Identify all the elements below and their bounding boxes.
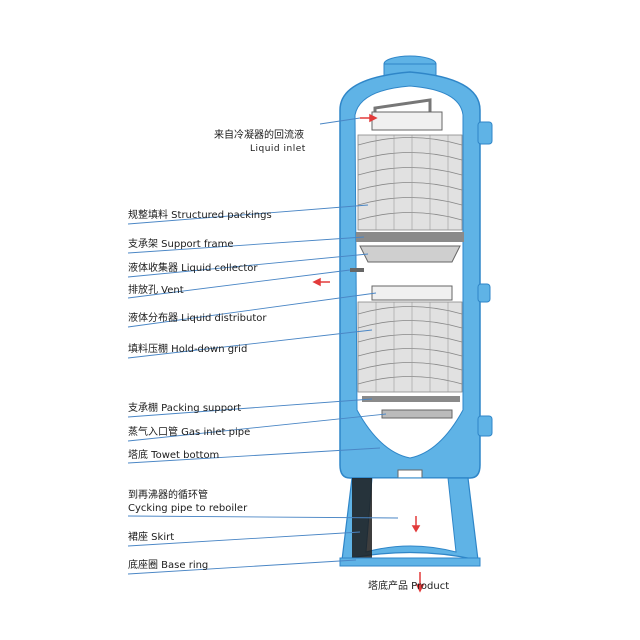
liquid-inlet-trough <box>371 111 443 131</box>
packing-support <box>362 396 460 402</box>
label-gas-inlet-pipe: 蒸气入口管 Gas inlet pipe <box>128 427 251 438</box>
label-liquid-collector: 液体收集器 Liquid collector <box>128 263 258 274</box>
support-frame <box>356 232 464 242</box>
label-tower-bottom: 塔底 Towet bottom <box>128 450 220 461</box>
base-ring <box>339 557 481 567</box>
label-liquid-distributor: 液体分布器 Liquid distributor <box>128 313 267 324</box>
label-hold-down-grid: 填料压棚 Hold-down grid <box>128 344 248 355</box>
liquid-collector <box>359 245 461 263</box>
label-cycling-pipe-cn: 到再沸器的循环管 <box>128 490 208 501</box>
skirt-cutaway <box>365 477 457 553</box>
label-cycling-pipe-en: Cycking pipe to reboiler <box>128 503 248 514</box>
vent-pipe <box>350 268 364 272</box>
label-skirt: 裙座 Skirt <box>128 532 175 543</box>
flow-arrows <box>312 113 425 593</box>
label-vent: 排放孔 Vent <box>128 285 184 296</box>
label-product: 塔底产品 Product <box>368 581 450 592</box>
side-nozzle-lower <box>477 415 493 437</box>
side-nozzle-middle <box>477 283 491 303</box>
label-liquid-inlet-en: Liquid inlet <box>250 144 306 154</box>
liquid-distributor <box>371 285 453 301</box>
gas-inlet-pipe <box>381 409 453 419</box>
side-nozzle-upper <box>477 121 493 145</box>
lower-packing-bed <box>357 301 463 393</box>
label-liquid-inlet-cn: 来自冷凝器的回流液 <box>214 130 304 141</box>
label-support-frame: 支承架 Support frame <box>128 239 234 250</box>
label-packing-support: 支承棚 Packing support <box>128 403 242 414</box>
leader-lines <box>127 117 399 575</box>
label-base-ring: 底座圈 Base ring <box>128 560 209 571</box>
label-structured-packings: 规整填料 Structured packings <box>128 210 272 221</box>
upper-packing-bed <box>357 134 463 231</box>
